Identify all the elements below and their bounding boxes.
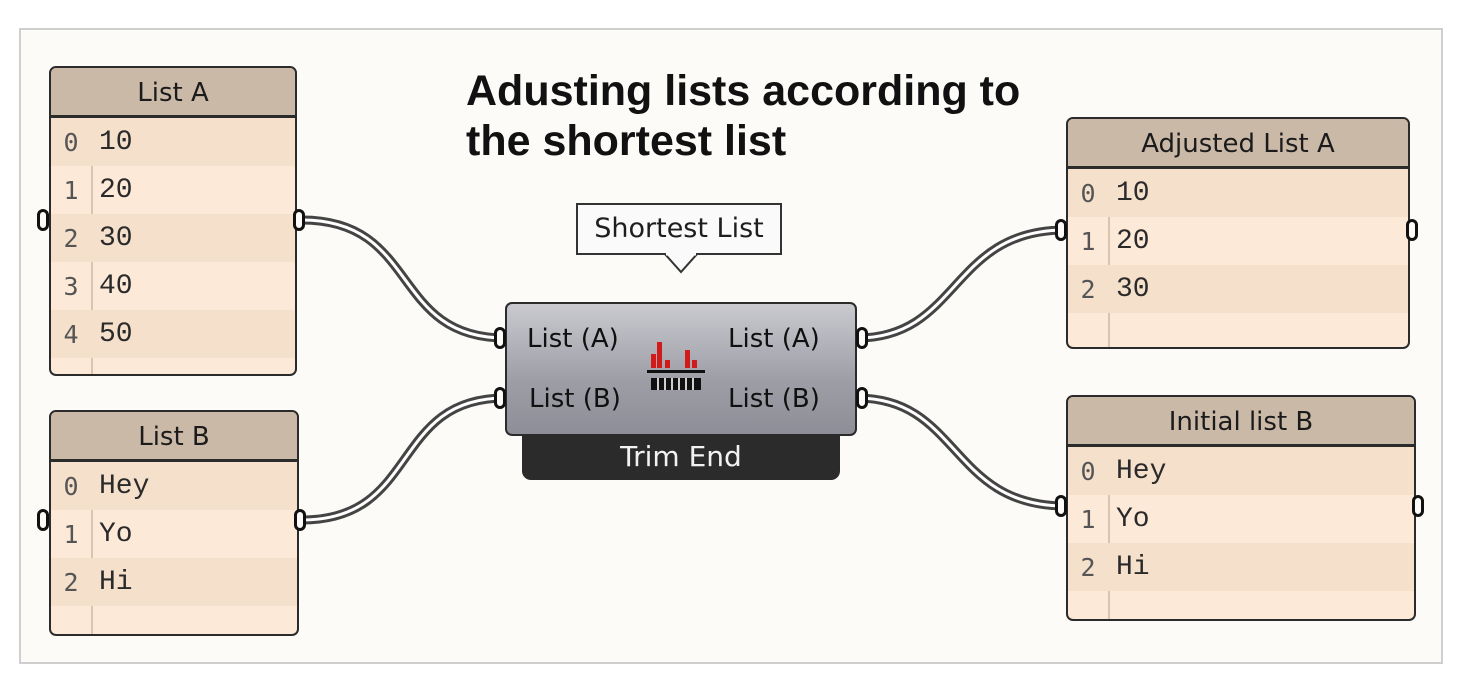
item-index: 0 bbox=[63, 471, 79, 501]
panel-rows: 0 10 1 20 2 30 bbox=[1068, 169, 1408, 347]
panel-title: List B bbox=[51, 412, 297, 462]
list-item: 3 40 bbox=[51, 262, 295, 310]
item-value: 40 bbox=[99, 270, 133, 302]
panel-title: Adjusted List A bbox=[1068, 119, 1408, 169]
output-grip[interactable] bbox=[293, 209, 305, 231]
input-grip[interactable] bbox=[37, 209, 49, 231]
list-item: 2 30 bbox=[1068, 265, 1408, 313]
item-value: 10 bbox=[1116, 177, 1150, 209]
panel-adjusted-list-a[interactable]: Adjusted List A 0 10 1 20 2 30 bbox=[1066, 117, 1410, 349]
tooltip: Shortest List bbox=[576, 203, 782, 255]
output-port-a[interactable]: List (A) bbox=[728, 324, 820, 354]
list-item: 2 Hi bbox=[1068, 543, 1414, 591]
item-index: 0 bbox=[63, 127, 79, 157]
component-nickname: Trim End bbox=[522, 434, 840, 480]
item-index: 2 bbox=[63, 567, 79, 597]
item-value: 30 bbox=[1116, 273, 1150, 305]
output-grip[interactable] bbox=[856, 387, 868, 409]
item-value: 20 bbox=[1116, 225, 1150, 257]
shortest-list-icon bbox=[647, 342, 705, 390]
item-index: 0 bbox=[1080, 456, 1096, 486]
output-grip[interactable] bbox=[294, 509, 306, 531]
list-item: 0 10 bbox=[51, 118, 295, 166]
panel-initial-list-b[interactable]: Initial list B 0 Hey 1 Yo 2 Hi bbox=[1066, 395, 1416, 621]
item-value: Yo bbox=[99, 518, 133, 550]
item-index: 0 bbox=[1080, 178, 1096, 208]
panel-rows: 0 10 1 20 2 30 3 40 4 50 bbox=[51, 118, 295, 374]
list-item: 2 30 bbox=[51, 214, 295, 262]
item-value: 50 bbox=[99, 318, 133, 350]
output-grip[interactable] bbox=[1412, 495, 1424, 517]
input-grip[interactable] bbox=[1055, 495, 1067, 517]
item-index: 2 bbox=[63, 223, 79, 253]
input-grip[interactable] bbox=[494, 327, 506, 349]
item-index: 2 bbox=[1080, 274, 1096, 304]
list-item: 4 50 bbox=[51, 310, 295, 358]
input-port-a[interactable]: List (A) bbox=[527, 324, 619, 354]
item-index: 3 bbox=[63, 271, 79, 301]
item-index: 4 bbox=[63, 319, 79, 349]
panel-title: List A bbox=[51, 68, 295, 118]
item-index: 2 bbox=[1080, 552, 1096, 582]
diagram-title: Adusting lists according to the shortest… bbox=[466, 67, 1021, 165]
list-item: 0 Hey bbox=[1068, 447, 1414, 495]
item-value: 20 bbox=[99, 174, 133, 206]
input-port-b[interactable]: List (B) bbox=[529, 384, 621, 414]
item-index: 1 bbox=[1080, 226, 1096, 256]
input-grip[interactable] bbox=[37, 509, 49, 531]
panel-rows: 0 Hey 1 Yo 2 Hi bbox=[51, 462, 297, 634]
output-grip[interactable] bbox=[856, 327, 868, 349]
input-grip[interactable] bbox=[494, 387, 506, 409]
list-item: 0 10 bbox=[1068, 169, 1408, 217]
list-item: 1 20 bbox=[1068, 217, 1408, 265]
list-item: 0 Hey bbox=[51, 462, 297, 510]
item-value: Hi bbox=[99, 566, 133, 598]
output-grip[interactable] bbox=[1406, 219, 1418, 241]
tooltip-pointer bbox=[662, 253, 700, 274]
item-value: Hi bbox=[1116, 551, 1150, 583]
item-value: Hey bbox=[1116, 455, 1167, 487]
list-item: 1 Yo bbox=[1068, 495, 1414, 543]
output-port-b[interactable]: List (B) bbox=[728, 384, 820, 414]
item-index: 1 bbox=[1080, 504, 1096, 534]
panel-list-b[interactable]: List B 0 Hey 1 Yo 2 Hi bbox=[49, 410, 299, 636]
item-index: 1 bbox=[63, 175, 79, 205]
item-value: Yo bbox=[1116, 503, 1150, 535]
item-value: 30 bbox=[99, 222, 133, 254]
panel-title: Initial list B bbox=[1068, 397, 1414, 447]
list-item: 1 Yo bbox=[51, 510, 297, 558]
item-value: Hey bbox=[99, 470, 150, 502]
panel-rows: 0 Hey 1 Yo 2 Hi bbox=[1068, 447, 1414, 619]
item-index: 1 bbox=[63, 519, 79, 549]
list-item: 2 Hi bbox=[51, 558, 297, 606]
panel-list-a[interactable]: List A 0 10 1 20 2 30 3 40 4 50 bbox=[49, 66, 297, 376]
shortest-list-component[interactable]: List (A) List (B) List (A) List (B) bbox=[505, 302, 857, 436]
input-grip[interactable] bbox=[1055, 219, 1067, 241]
list-item: 1 20 bbox=[51, 166, 295, 214]
item-value: 10 bbox=[99, 126, 133, 158]
